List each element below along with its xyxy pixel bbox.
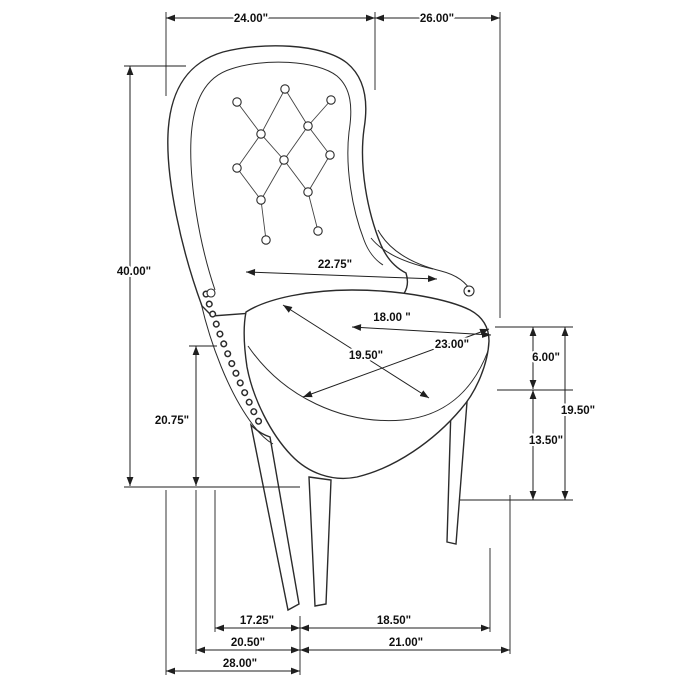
chair-arms [206,229,475,298]
dim-footprint-side-left: 17.25" [215,613,300,632]
tufting-button [326,95,336,105]
chair-legs [249,400,468,612]
left-arm-scroll [206,288,216,298]
right-arm-outer [377,229,473,294]
dim-base-width-left-label: 20.50" [231,637,265,649]
dim-seat-height: 13.50" [527,390,565,500]
tufting-button [261,235,271,245]
tufting-button [303,187,313,197]
dim-base-depth-right-label: 21.00" [389,637,423,649]
dim-right-total-height-label: 19.50" [561,405,595,417]
right-arm-inner [370,237,434,270]
tufting-button [279,155,289,165]
nailhead-dots-inner [204,292,264,430]
dim-base-width-left: 20.50" [196,635,300,654]
tufting-button [256,129,266,139]
front-right-leg [308,476,332,607]
dim-inner-back-width-label: 22.75" [318,259,352,271]
left-side-panel-edge [200,302,274,445]
dim-footprint-side-right: 18.50" [300,613,490,632]
dim-back-width-top: 24.00" [166,11,375,27]
back-right-leg [446,400,468,545]
dimension-line [245,268,438,283]
tufting-buttons [232,84,336,245]
dim-overall-width-bottom-label: 28.00" [223,658,257,670]
dim-footprint-side-right-label: 18.50" [377,615,411,627]
chair-drawing [167,45,490,612]
front-left-leg [249,422,300,612]
dim-overall-height-label: 40.00" [117,266,151,278]
dim-left-side-height: 20.75" [153,346,200,486]
dim-seat-depth-label: 18.00 " [373,312,410,324]
dim-inner-back-width: 22.75" [245,257,438,283]
dim-top-depth-label: 26.00" [420,13,454,25]
tufting-button [232,163,242,173]
dim-back-width-top-label: 24.00" [234,13,268,25]
tufting-button [232,97,242,107]
right-arm-scroll-dot [467,289,471,293]
tufting-button [325,150,335,160]
tufting-button [280,84,290,94]
dimensions: 24.00" 26.00" 40.00" 20.75" 22.75" 18.00… [115,11,597,675]
dim-left-side-height-label: 20.75" [155,415,189,427]
dim-arm-above-seat: 6.00" [529,327,562,389]
extension-lines [124,12,573,675]
dim-top-depth: 26.00" [375,11,500,27]
dim-footprint-side-left-label: 17.25" [240,615,274,627]
chair-back [167,45,408,317]
back-inner-seam [190,61,384,291]
tufting-button [256,195,266,205]
dim-arm-above-seat-label: 6.00" [532,352,560,364]
tufting-button [303,121,313,131]
tufting-button [313,226,323,236]
dimension-line [282,304,430,399]
dim-seat-diagonal-label: 19.50" [349,350,383,362]
dim-overall-width-bottom: 28.00" [166,656,300,675]
dim-right-total-height: 19.50" [559,327,597,500]
dim-seat-height-label: 13.50" [529,435,563,447]
dim-base-depth-right: 21.00" [300,635,510,654]
nailhead-trim [202,290,266,432]
dim-seat-diagonal: 19.50" [282,304,430,399]
dim-seat-front-diagonal-label: 23.00" [435,339,469,351]
dim-overall-height: 40.00" [115,66,153,486]
